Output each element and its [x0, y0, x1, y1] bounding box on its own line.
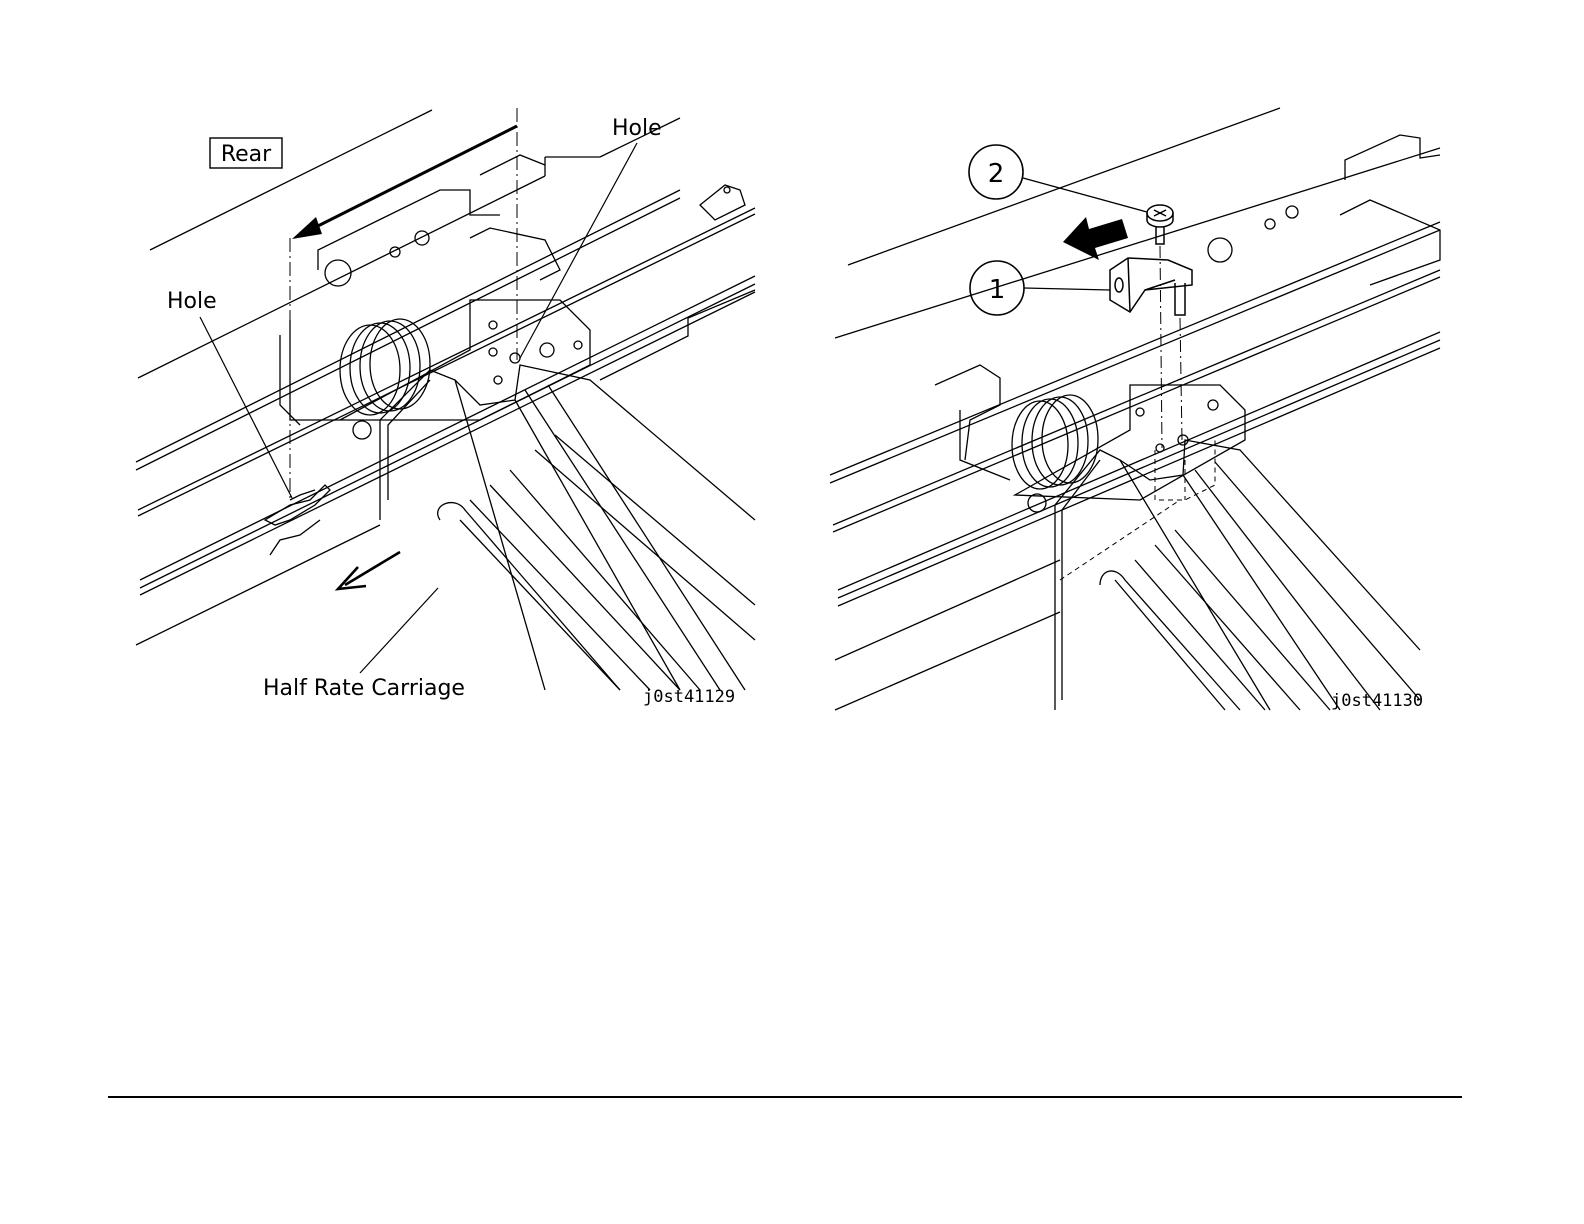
arrow-toward-rear	[292, 126, 517, 239]
alignment-lines	[290, 108, 517, 500]
pulley-right	[935, 365, 1098, 489]
rear-label: Rear	[221, 142, 272, 167]
leader-hole-left	[200, 317, 292, 498]
leader-carriage	[360, 588, 438, 673]
carriage-label: Half Rate Carriage	[263, 676, 465, 701]
carriage-body-right	[1055, 440, 1420, 710]
rear-plate-right	[1208, 200, 1440, 285]
frame-rails-right	[830, 108, 1440, 710]
arrow-carriage-out	[338, 552, 400, 589]
figure-left-half-rate-carriage	[136, 108, 755, 690]
hole-label-left: Hole	[167, 289, 217, 314]
leader-hole-top	[520, 143, 637, 358]
leader-callout-1	[1024, 288, 1110, 290]
rear-plate	[318, 155, 745, 286]
arrow-install-direction	[1063, 217, 1128, 260]
install-guide-lines	[1160, 246, 1182, 448]
figure-id-left: j0st41129	[643, 687, 735, 707]
figure-right-bracket-install	[830, 108, 1440, 710]
bracket-part-1	[1110, 258, 1192, 315]
hole-label-top: Hole	[612, 116, 662, 141]
callout-1-number: 1	[989, 275, 1006, 305]
callout-2-number: 2	[988, 159, 1005, 189]
figure-id-right: j0st41130	[1331, 691, 1423, 711]
carriage-bracket	[340, 300, 590, 439]
left-hook	[265, 485, 330, 555]
footer-rule	[108, 1096, 1462, 1098]
carriage-body	[380, 365, 755, 690]
